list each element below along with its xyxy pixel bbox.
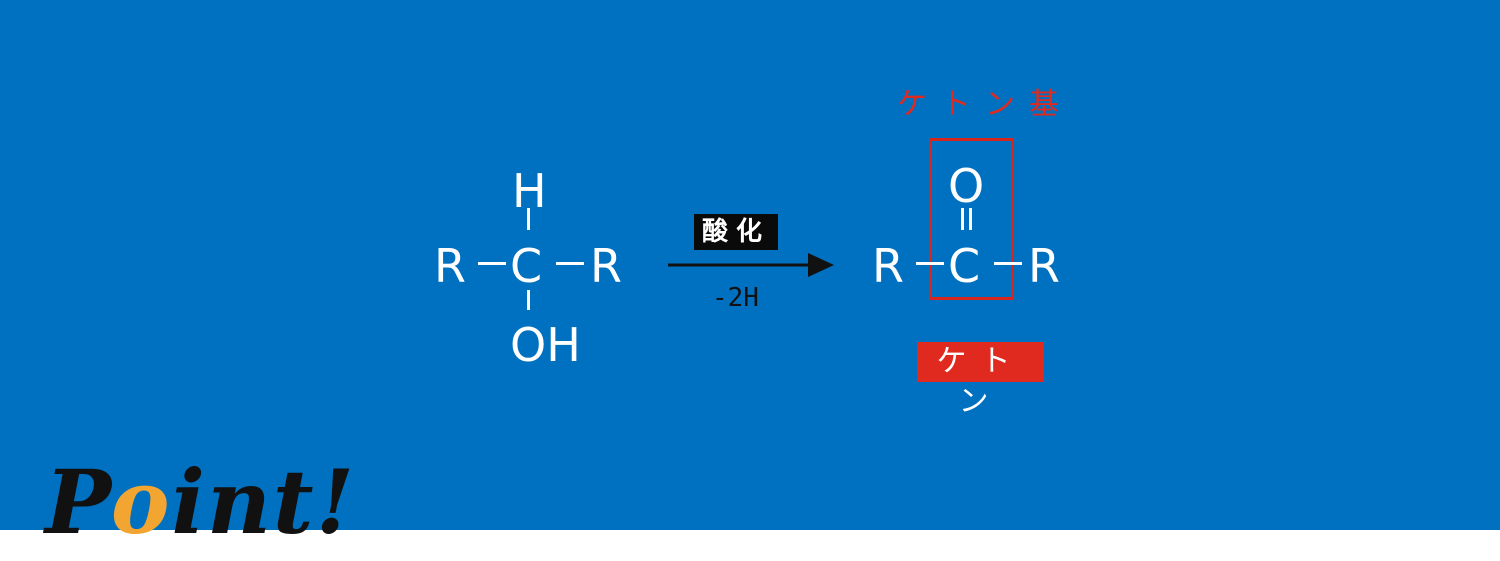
product-double-bond-left	[961, 208, 964, 230]
product-double-bond-right	[969, 208, 972, 230]
product-right-atom: R	[1028, 239, 1060, 293]
ketone-group-label: ケトン基	[897, 87, 1073, 122]
reactant-right-atom: R	[590, 239, 622, 293]
reaction-condition: -2H	[712, 283, 759, 313]
product-center-atom: C	[948, 239, 981, 293]
ketone-group-highlight	[929, 138, 1014, 300]
product-left-atom: R	[872, 239, 904, 293]
product-right-bond	[994, 262, 1022, 265]
arrow-head	[808, 253, 834, 277]
reactant-left-bond	[478, 262, 506, 265]
reactant-bottom-bond	[527, 290, 530, 310]
bottom-strip	[0, 530, 1500, 561]
reactant-top-atom: H	[512, 164, 547, 218]
reactant-left-atom: R	[434, 239, 466, 293]
reactant-top-bond	[527, 208, 530, 230]
reactant-right-bond	[556, 262, 584, 265]
oxidation-label: 酸化	[694, 214, 778, 250]
product-left-bond	[916, 262, 944, 265]
reaction-arrow	[668, 253, 834, 277]
ketone-name-badge: ケトン	[917, 342, 1044, 419]
reactant-center-atom: C	[510, 239, 543, 293]
point-logo: Point!	[45, 450, 357, 554]
product-top-atom: O	[948, 159, 985, 213]
reactant-bottom-group: OH	[510, 318, 581, 372]
